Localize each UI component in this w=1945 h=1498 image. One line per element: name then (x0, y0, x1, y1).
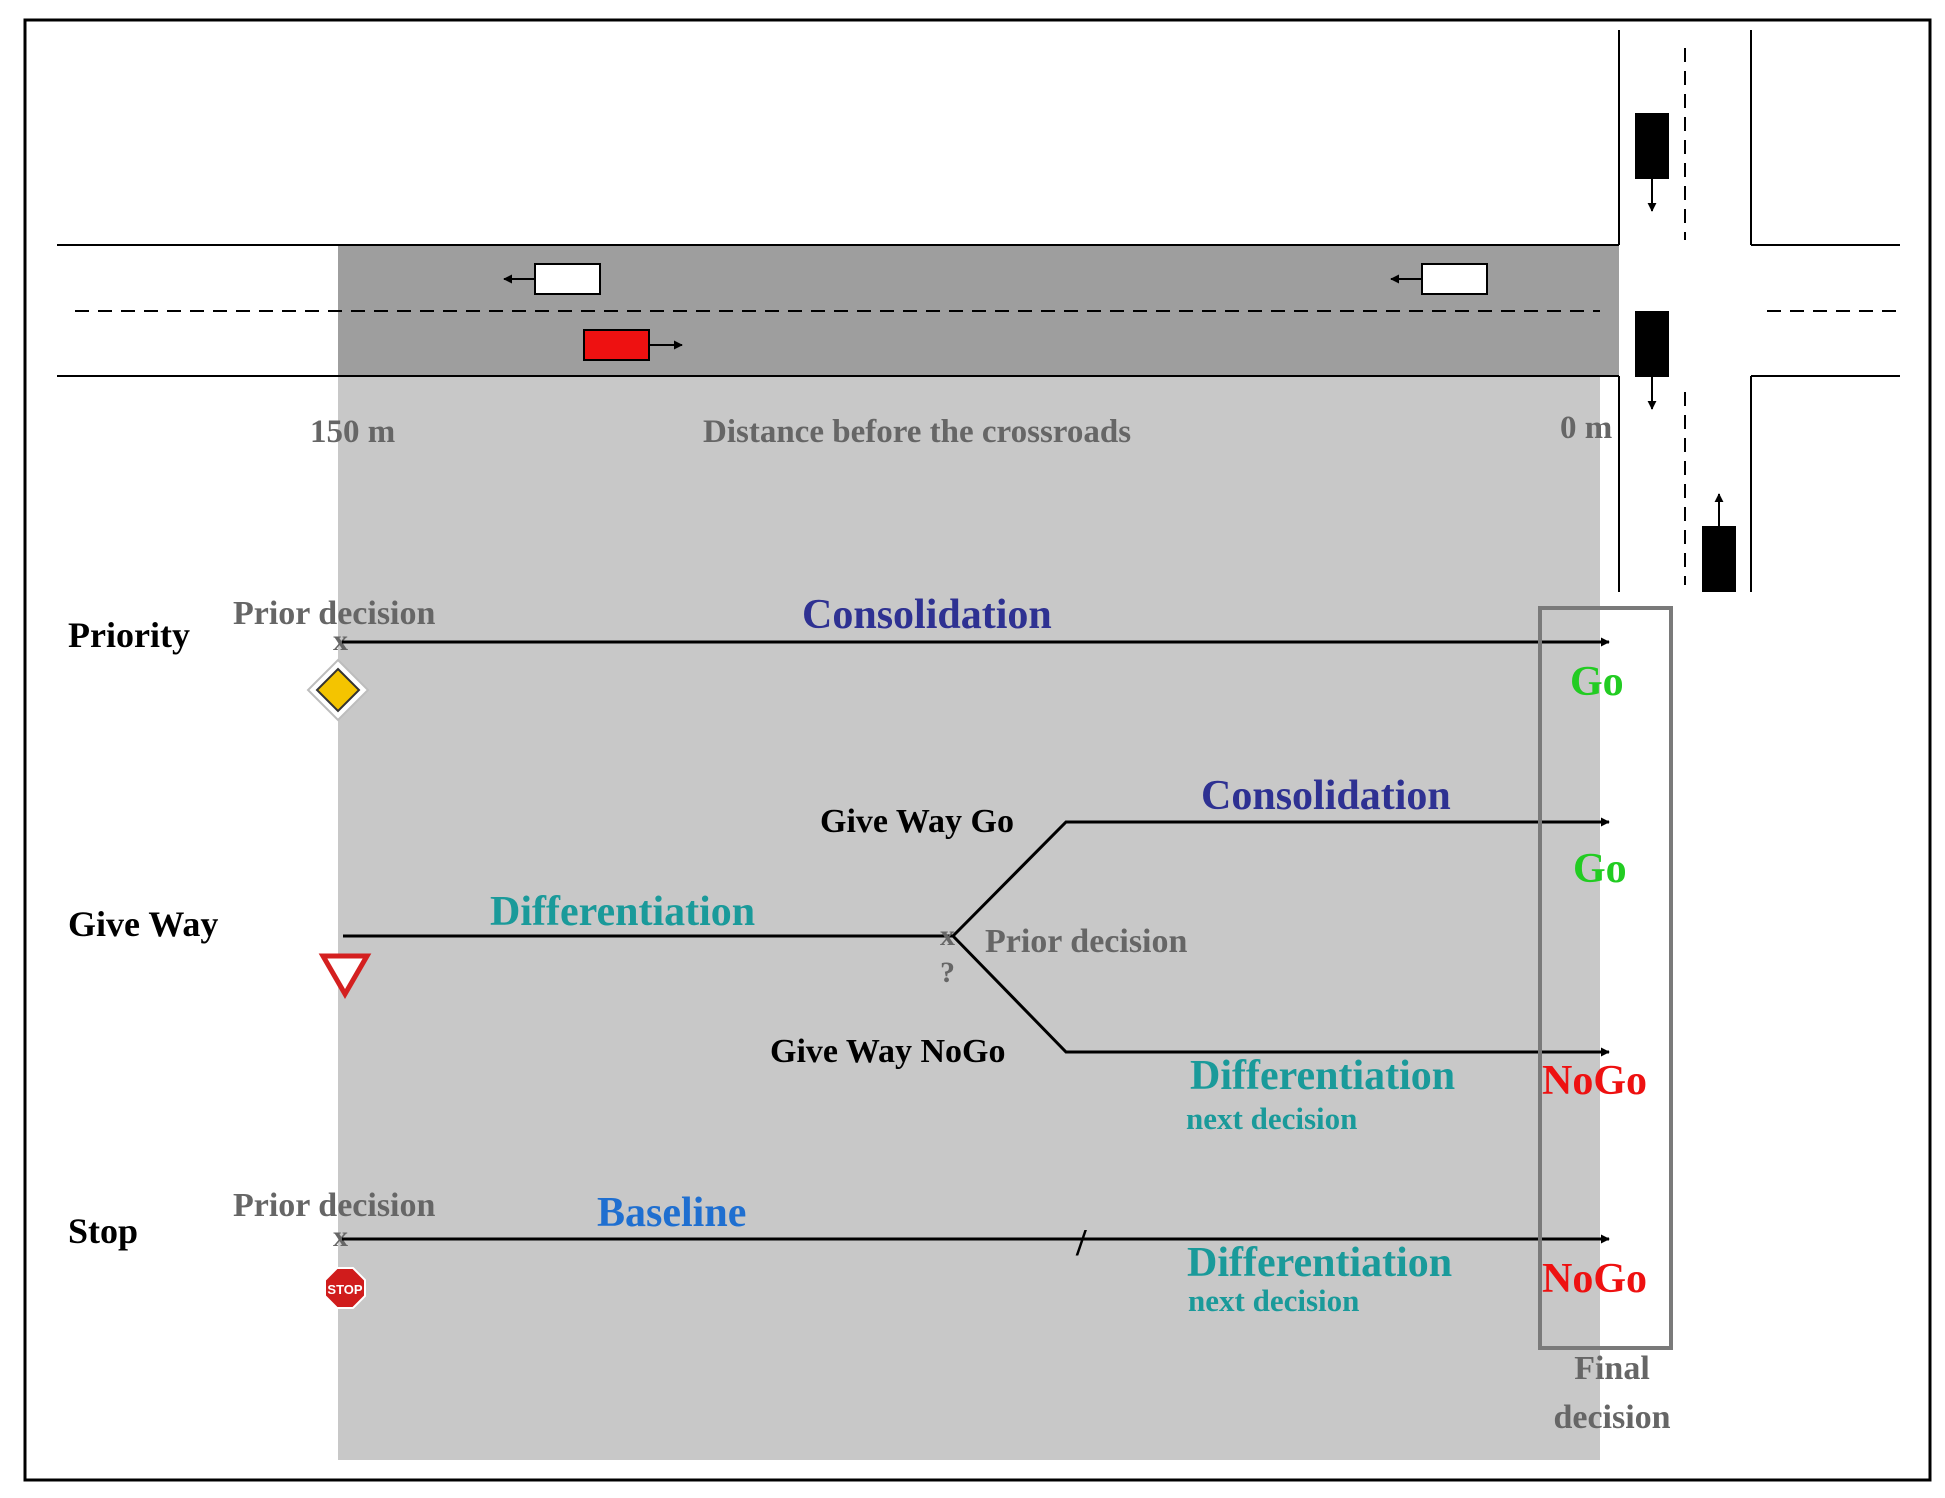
stop-sign-text: STOP (327, 1282, 362, 1297)
vertical-road (1618, 30, 1752, 592)
priority-go-outcome: Go (1570, 659, 1624, 705)
final-decision-label-line1: Final (1574, 1350, 1650, 1387)
giveway-decision-mark: x (940, 919, 955, 952)
giveway-differentiation-label: Differentiation (490, 889, 755, 935)
vehicle-white-right (1390, 263, 1488, 295)
stop-row-label: Stop (68, 1211, 138, 1251)
stop-differentiation-label: Differentiation (1187, 1240, 1452, 1286)
stop-next-decision-label: next decision (1188, 1283, 1359, 1318)
analysis-zone (338, 245, 1600, 1460)
stop-break-mark: / (1075, 1222, 1087, 1264)
ego-vehicle-red (583, 329, 683, 361)
giveway-nogo-branch-label: Give Way NoGo (770, 1033, 1006, 1070)
giveway-row: Give Way Differentiation x ? Prior decis… (68, 773, 1647, 1136)
priority-consolidation-label: Consolidation (802, 592, 1052, 638)
final-decision-box (1538, 606, 1673, 1350)
giveway-go-branch (951, 817, 1610, 938)
priority-row: Priority Prior decision x Consolidation … (68, 592, 1624, 722)
final-decision-label-line2: decision (1553, 1399, 1670, 1436)
stop-sign-icon: STOP (324, 1267, 366, 1309)
priority-row-label: Priority (68, 615, 190, 655)
stop-decision-mark: x (333, 1220, 348, 1253)
priority-road-sign-icon (306, 658, 370, 722)
priority-prior-decision-label: Prior decision (233, 595, 435, 632)
giveway-question-mark: ? (940, 956, 955, 989)
giveway-go-consolidation-label: Consolidation (1201, 773, 1451, 819)
distance-axis-label: Distance before the crossroads (703, 414, 1131, 450)
vehicle-black-middle (1635, 311, 1669, 410)
giveway-nogo-next-decision-label: next decision (1186, 1101, 1357, 1136)
giveway-nogo-branch (951, 934, 1610, 1057)
giveway-go-outcome: Go (1573, 846, 1627, 892)
giveway-prior-decision-label: Prior decision (985, 923, 1187, 960)
vehicle-black-top (1635, 113, 1669, 212)
giveway-go-branch-label: Give Way Go (820, 803, 1014, 840)
stop-row: Stop Prior decision x Baseline / Differe… (68, 1187, 1647, 1318)
yield-sign-icon (318, 953, 372, 999)
giveway-nogo-outcome: NoGo (1542, 1058, 1647, 1104)
stop-prior-decision-label: Prior decision (233, 1187, 435, 1224)
distance-end-label: 0 m (1560, 410, 1612, 446)
stop-nogo-outcome: NoGo (1542, 1256, 1647, 1302)
horizontal-road (57, 244, 1900, 377)
priority-decision-mark: x (333, 624, 348, 657)
stop-baseline-label: Baseline (597, 1190, 746, 1236)
distance-start-label: 150 m (310, 414, 395, 450)
giveway-row-label: Give Way (68, 904, 218, 944)
vehicle-white-left (503, 263, 601, 295)
vehicle-black-bottom (1702, 493, 1736, 592)
giveway-nogo-differentiation-label: Differentiation (1190, 1053, 1455, 1099)
